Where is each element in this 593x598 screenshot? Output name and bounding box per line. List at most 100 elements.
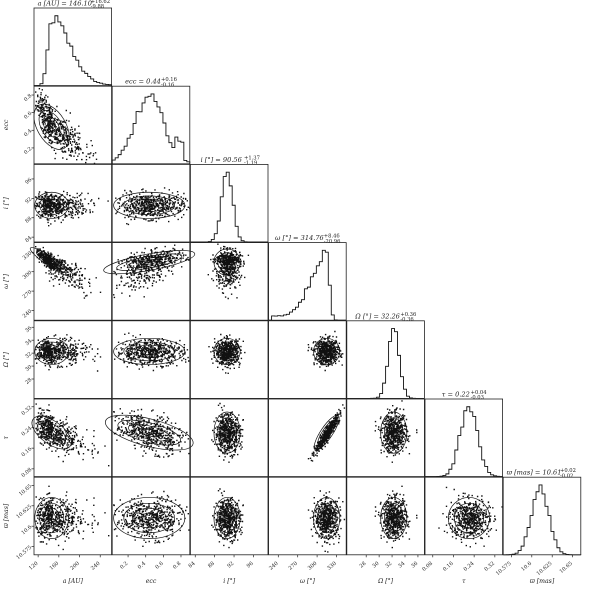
hist-plx [502,484,582,556]
contour-3-a-ecc [42,115,61,138]
ylabel-plx: ϖ [mas] [3,503,10,528]
hist-title-sub-i: -1.19 [244,161,257,167]
contour-2-a-tau [37,420,67,445]
hist-title-omega: ω [°] = 314.76 [275,234,324,242]
contour-3-ecc-plx [131,507,167,529]
contour-4-i-plx [223,512,231,524]
panel-frame [189,320,269,399]
ytick-label-omega-1: 270 [22,289,33,300]
scatter-points-Omega-tau [374,400,418,463]
contour-4-ecc-plx [140,512,159,524]
hist-ecc [111,93,191,164]
scatter-points-a-i [34,190,109,227]
xtick-label-Omega-2: 32 [384,561,393,570]
contour-4-a-i [47,201,57,209]
contour-4-Omega-plx [390,512,398,524]
contour-4-ecc-omega [138,259,161,266]
xtick-label-Omega-0: 28 [359,561,368,570]
contour-4-omega-Omega [323,347,331,355]
contour-4-i-omega [223,258,231,266]
xtick-label-plx-0: 10.575 [495,561,513,577]
xtick-label-ecc-0: 0.2 [119,561,129,571]
xtick-label-Omega-3: 34 [397,560,406,569]
hist-title-a: a [AU] = 146.10 [38,0,92,8]
contour-1-a-Omega [34,337,69,365]
contour-1-ecc-tau [104,414,194,451]
hist-title-ecc: ecc = 0.44 [125,78,161,86]
panel-frame [111,163,191,243]
contour-2-omega-plx [316,502,337,534]
scatter-points-Omega-plx [374,485,418,549]
contour-2-a-ecc [38,110,65,144]
contour-3-ecc-omega [127,256,172,269]
contour-1-ecc-omega [103,250,196,275]
xtick-label-ecc-3: 0.8 [172,561,182,571]
ytick-label-i-2: 92 [24,196,33,205]
xlabel-ecc: ecc [146,578,157,585]
contour-1-Omega-tau [380,411,408,454]
ytick-label-omega-3: 330 [22,250,33,261]
panel-frame [33,85,112,165]
scatter-points-a-Omega [34,334,102,372]
ytick-label-Omega-0: 28 [24,377,33,386]
hist-title-sub-Omega: -0.36 [400,317,413,323]
scatter-points-omega-plx [307,490,346,553]
ylabel-Omega: Ω [°] [3,352,10,369]
hist-title-i: i [°] = 90.56 [201,156,242,164]
contour-3-a-omega [41,254,63,270]
contour-4-Omega-tau [390,427,398,438]
xtick-label-plx-3: 10.65 [559,561,574,575]
xtick-label-tau-1: 0.16 [442,561,455,573]
contour-3-Omega-tau [387,422,401,443]
ytick-label-plx-2: 10.625 [15,504,33,520]
panel-frame [33,242,112,321]
panel-frame [189,163,269,243]
contour-1-a-omega [29,247,74,278]
panel-frame [33,163,112,243]
hist-title-sub-tau: -0.03 [471,395,484,401]
xlabel-i: i [°] [223,578,235,585]
panel-frame [189,398,269,477]
hist-title-tau: τ = 0.22 [442,391,470,399]
ytick-label-tau-3: 0.32 [21,405,34,417]
ylabel-omega: ω [°] [3,273,10,289]
ytick-label-i-3: 96 [24,177,33,186]
scatter-panel-ecc-tau [104,398,194,477]
hist-title-sub-ecc: -0.16 [161,82,174,88]
contour-2-omega-tau [317,419,336,446]
contour-4-a-plx [47,512,57,524]
xtick-label-i-2: 92 [226,561,235,570]
xtick-label-Omega-1: 30 [371,561,380,570]
xtick-label-a-2: 200 [69,561,80,572]
scatter-panel-i-omega [189,242,269,321]
contour-3-i-omega [220,255,234,269]
scatter-points-ecc-tau [113,408,190,458]
hist-panel-Omega: Ω [°] = 32.26+0.36-0.36 [346,312,425,399]
panel-frame [33,320,112,399]
xlabel-tau: τ [462,578,466,585]
hist-title-sup-omega: +8.46 [324,234,340,240]
panel-frame [424,398,503,477]
contour-2-i-tau [217,417,237,448]
hist-panel-tau: τ = 0.22+0.04-0.03 [424,390,504,478]
panel-frame [33,398,112,477]
ytick-label-Omega-3: 34 [24,338,33,347]
xtick-label-a-1: 160 [49,561,60,572]
contour-1-a-tau [31,415,72,450]
panel-frame [502,476,582,556]
ytick-label-plx-1: 10.6 [21,524,34,536]
contour-2-a-i [39,195,65,216]
contour-2-omega-Omega [316,341,337,362]
ylabel-ecc: ecc [3,119,10,130]
xlabel-Omega: Ω [°] [377,578,394,585]
hist-title-sup-tau: +0.04 [471,390,488,396]
ytick-label-i-1: 88 [24,216,33,225]
contour-4-a-Omega [47,347,57,355]
panel-frame [268,476,347,556]
contour-2-a-Omega [39,341,65,362]
xtick-label-omega-1: 270 [288,561,299,572]
